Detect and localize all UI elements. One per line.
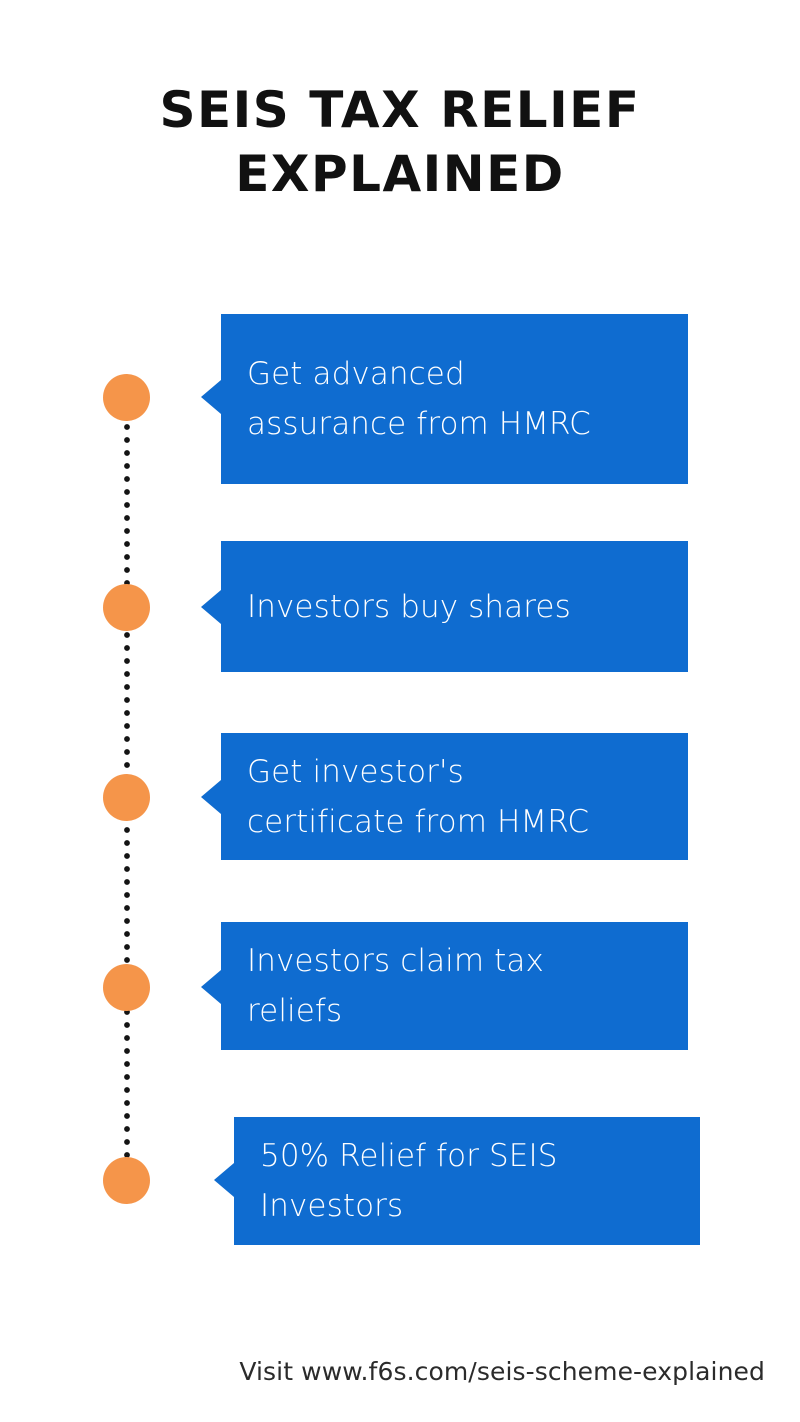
step-label-3: Get investor's certificate from HMRC [247,753,590,840]
callout-arrow-icon [201,380,221,414]
footer-visit-url[interactable]: Visit www.f6s.com/seis-scheme-explained [239,1357,765,1386]
callout-arrow-icon [201,780,221,814]
step-box-4[interactable]: Investors claim tax reliefs [201,922,688,1050]
callout-arrow-icon [201,970,221,1004]
step-box-5[interactable]: 50% Relief for SEIS Investors [214,1117,700,1245]
step-box-2[interactable]: Investors buy shares [201,541,688,672]
step-label-2: Investors buy shares [247,588,571,625]
step-box-3[interactable]: Get investor's certificate from HMRC [201,733,688,860]
step-node-1 [103,374,150,421]
step-label-5: 50% Relief for SEIS Investors [260,1138,558,1224]
step-label-1: Get advanced assurance from HMRC [247,356,591,442]
callout-arrow-icon [214,1163,234,1197]
step-node-3 [103,774,150,821]
step-node-4 [103,964,150,1011]
step-node-5 [103,1157,150,1204]
callout-arrow-icon [201,590,221,624]
page-title: SEIS TAX RELIEF EXPLAINED [159,81,641,203]
step-node-2 [103,584,150,631]
step-box-1[interactable]: Get advanced assurance from HMRC [201,314,688,484]
step-label-4: Investors claim tax reliefs [247,943,544,1029]
